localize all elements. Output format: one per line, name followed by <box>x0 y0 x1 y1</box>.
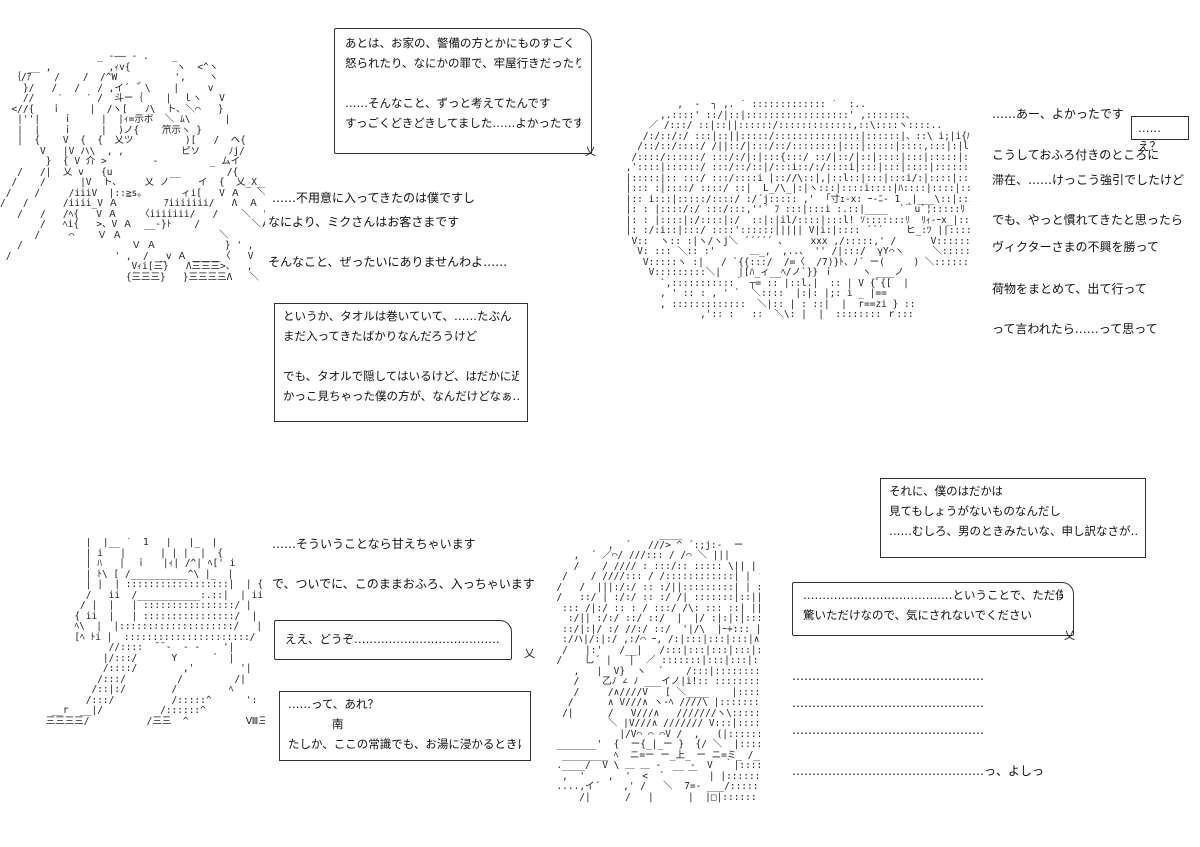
box-line: ……って、あれ？ <box>288 697 379 711</box>
thought-box-hadaka: それに、僕のはだかは 見てもしょうがないものなんだし ……むしろ、男のときみたい… <box>880 478 1146 558</box>
ascii-art-top-right: , - ┐ ,. ´ ::::::::::::: ` :.. ,.::::' :… <box>625 100 970 320</box>
dialogue-line: でも、やっと慣れてきたと思ったら <box>992 213 1183 227</box>
dialogue-line: ……不用意に入ってきたのは僕ですし <box>272 191 476 205</box>
dialogue-line: ……そういうことなら甘えちゃいます <box>272 537 476 551</box>
bubble-tail: 乂 <box>524 647 535 660</box>
bubble-line: あとは、お家の、警備の方とかにものすごく <box>345 36 575 50</box>
ascii-art-bottom-left: | |__ ´ ̄1 | |_ | | i | | | | | { | ﾊ | … <box>45 538 265 727</box>
ascii-art-top-left: _ -―― - . _ __ , ,ｨv{ ヽ <^ヽ ｛/ｱ / / /^W … <box>0 52 265 283</box>
bubble-line: ……そんなこと、ずっと考えてたんです <box>345 96 551 110</box>
dialogue-line: こうしておふろ付きのところに <box>992 148 1160 162</box>
box-line: それに、僕のはだかは <box>889 484 1003 498</box>
dialogue-line: ………………………………………… <box>792 723 984 737</box>
box-line: 見てもしょうがないものなんだし <box>889 504 1061 518</box>
speech-bubble-top: あとは、お家の、警備の方とかにものすごく 怒られたり、なにかの罪で、牢屋行きだっ… <box>334 28 592 154</box>
speech-bubble-odoroita: …………………………………ということで、ただ僕は 驚いただけなので、気にされない… <box>792 582 1074 636</box>
box-line: というか、タオルは巻いていて、……たぶん <box>283 309 512 323</box>
dialogue-line: 滞在、……けっこう強引でしたけど <box>992 173 1185 187</box>
box-line: まだ入ってきたばかりなんだろうけど <box>283 329 478 343</box>
dialogue-line: なにより、ミクさんはお客さまです <box>268 215 460 229</box>
dialogue-line: そんなこと、ぜったいにありませんわよ…… <box>268 255 508 269</box>
bubble-line: 驚いただけなので、気にされないでください <box>803 608 1032 622</box>
dialogue-line: 荷物をまとめて、出て行って <box>992 282 1147 296</box>
bubble-line <box>345 73 581 93</box>
thought-box-are: ……って、あれ？ 南 たしか、ここの常識でも、お湯に浸かるときには、 <box>279 691 531 761</box>
small-box-eh: ……え？ <box>1131 116 1189 153</box>
bubble-tail: 乂 <box>585 145 596 158</box>
bubble-tail: 乂 <box>1064 629 1075 642</box>
dialogue-line: で、ついでに、このままおふろ、入っちゃいます <box>272 577 535 591</box>
box-line: ……むしろ、男のときみたいな、申し訳なさが…… <box>889 524 1137 538</box>
bubble-line: 怒られたり、なにかの罪で、牢屋行きだったり <box>345 56 581 70</box>
dialogue-line: ………………………………………… <box>792 696 984 710</box>
dialogue-line: ………………………………………… <box>792 669 984 683</box>
dialogue-line: ……あー、よかったです <box>992 107 1124 121</box>
dialogue-line: って言われたら……って思って <box>992 322 1158 336</box>
dialogue-line: …………………………………………っ、よしっ <box>792 764 1045 778</box>
box-line <box>283 346 519 366</box>
ascii-art-bottom-right: ____ , ´ ///> ^ ´:;j:- ー , ´ ／⌒/ ///::: … <box>556 530 760 803</box>
box-line: 南 <box>332 717 344 731</box>
box-line: でも、タオルで隠してはいるけど、はだかに近い <box>283 369 519 383</box>
bubble-line: すっごくどきどきしてました……よかったですー <box>345 116 581 130</box>
speech-bubble-douzo: ええ、どうぞ…………………………………… <box>274 620 512 660</box>
dialogue-line: ヴィクターさまの不興を勝って <box>992 240 1159 254</box>
bubble-line: ええ、どうぞ…………………………………… <box>285 632 501 646</box>
box-line: たしか、ここの常識でも、お湯に浸かるときには、 <box>288 737 522 751</box>
box-line: ……え？ <box>1138 121 1161 153</box>
thought-box-towel: というか、タオルは巻いていて、……たぶん まだ入ってきたばかりなんだろうけど で… <box>274 303 528 422</box>
box-line: かっこ見ちゃった僕の方が、なんだけどなぁ…… <box>283 389 519 403</box>
bubble-line: …………………………………ということで、ただ僕は <box>803 588 1063 602</box>
